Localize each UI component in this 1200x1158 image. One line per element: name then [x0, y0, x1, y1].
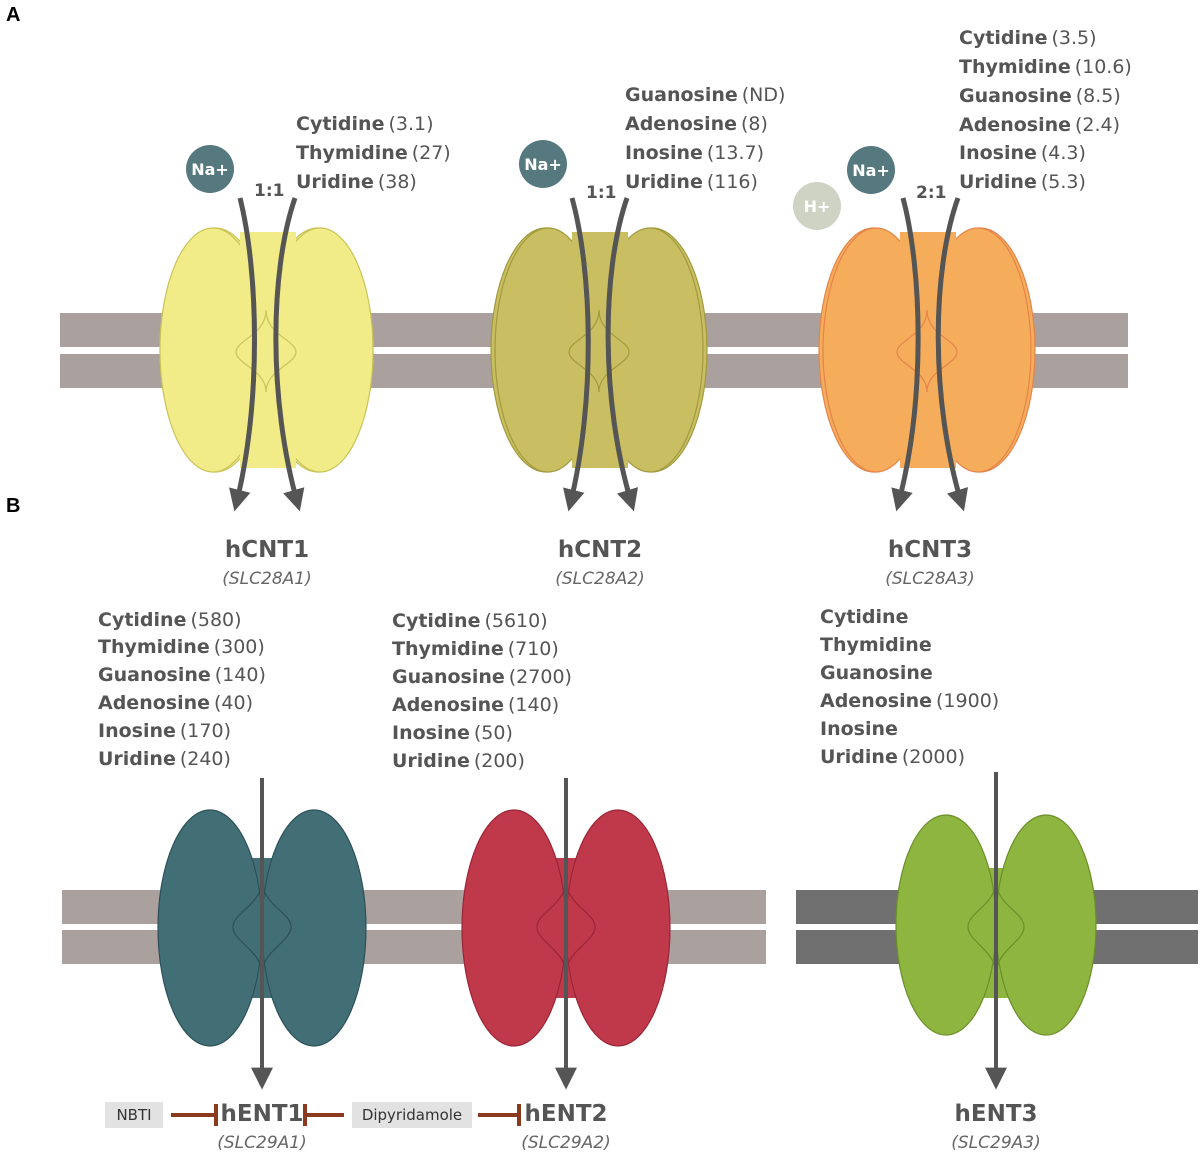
hent3-label: hENT3 [954, 1101, 1037, 1127]
svg-text:Guanosine (2700): Guanosine (2700) [392, 666, 572, 688]
hent1-label: hENT1 [220, 1101, 303, 1127]
hcnt2-transporter [490, 227, 708, 473]
svg-text:Thymidine: Thymidine [820, 634, 932, 656]
svg-text:Thymidine (27): Thymidine (27) [296, 142, 451, 164]
svg-text:Na+: Na+ [191, 160, 229, 179]
svg-text:Cytidine: Cytidine [820, 606, 908, 628]
svg-text:Cytidine (3.1): Cytidine (3.1) [296, 113, 434, 135]
hent1-gene: (SLC29A1) [217, 1133, 306, 1153]
svg-text:Uridine (2000): Uridine (2000) [820, 746, 965, 768]
svg-text:Adenosine (40): Adenosine (40) [98, 692, 253, 714]
hcnt2-arrows [563, 197, 639, 512]
h-ion: H+ [793, 182, 841, 230]
svg-text:Guanosine (140): Guanosine (140) [98, 664, 266, 686]
hcnt3-label: hCNT3 [888, 537, 972, 563]
svg-text:Guanosine: Guanosine [820, 662, 933, 684]
svg-text:Uridine (116): Uridine (116) [625, 171, 758, 193]
svg-text:NBTI: NBTI [116, 1106, 151, 1124]
hent3-substrates: Cytidine Thymidine Guanosine Adenosine (… [820, 606, 999, 768]
svg-text:Cytidine (5610): Cytidine (5610) [392, 610, 548, 632]
svg-text:Uridine (200): Uridine (200) [392, 750, 525, 772]
hent2-gene: (SLC29A2) [521, 1133, 610, 1153]
hcnt3-ratio: 2:1 [916, 183, 946, 203]
hent1-substrates: Cytidine (580) Thymidine (300) Guanosine… [98, 609, 266, 770]
svg-text:Adenosine (2.4): Adenosine (2.4) [959, 114, 1120, 136]
svg-text:Thymidine (10.6): Thymidine (10.6) [959, 56, 1132, 78]
hcnt3-arrows [891, 197, 969, 512]
svg-text:Uridine (5.3): Uridine (5.3) [959, 171, 1086, 193]
hcnt2-ratio: 1:1 [586, 183, 616, 203]
hcnt1-gene: (SLC28A1) [222, 569, 311, 589]
svg-text:Adenosine (140): Adenosine (140) [392, 694, 559, 716]
svg-text:Thymidine (710): Thymidine (710) [392, 638, 559, 660]
hcnt1-transporter [159, 227, 374, 473]
hcnt3-gene: (SLC28A3) [885, 569, 974, 589]
svg-text:H+: H+ [804, 197, 831, 216]
hcnt2-label: hCNT2 [558, 537, 642, 563]
hcnt1-ratio: 1:1 [254, 181, 284, 201]
nbti-label: NBTI [105, 1102, 163, 1128]
hcnt2-substrates: Guanosine (ND) Adenosine (8) Inosine (13… [625, 84, 785, 193]
svg-text:Guanosine (8.5): Guanosine (8.5) [959, 85, 1121, 107]
hcnt1-arrows [229, 197, 305, 512]
hcnt3-transporter [818, 227, 1036, 473]
svg-text:Inosine: Inosine [820, 718, 898, 740]
svg-text:Na+: Na+ [524, 155, 562, 174]
nbti-inhibition-line [171, 1104, 218, 1126]
svg-text:Dipyridamole: Dipyridamole [362, 1106, 462, 1124]
svg-text:Guanosine (ND): Guanosine (ND) [625, 84, 785, 106]
hcnt1-label: hCNT1 [225, 537, 309, 563]
hent2-substrates: Cytidine (5610) Thymidine (710) Guanosin… [392, 610, 572, 772]
dipyridamole-inhibition-hent1 [303, 1104, 344, 1126]
svg-text:Thymidine (300): Thymidine (300) [98, 636, 265, 658]
na-ion-2: Na+ [519, 140, 567, 188]
hent2-label: hENT2 [524, 1101, 607, 1127]
hent3-gene: (SLC29A3) [951, 1133, 1040, 1153]
svg-text:Inosine (13.7): Inosine (13.7) [625, 142, 764, 164]
svg-text:Uridine (38): Uridine (38) [296, 171, 417, 193]
hent2-transporter [461, 809, 671, 1047]
svg-text:Inosine (50): Inosine (50) [392, 722, 513, 744]
hcnt1-substrates: Cytidine (3.1) Thymidine (27) Uridine (3… [296, 113, 451, 193]
svg-text:Inosine (170): Inosine (170) [98, 720, 231, 742]
svg-text:Na+: Na+ [852, 161, 890, 180]
hent3-transporter [895, 814, 1097, 1036]
svg-text:Cytidine (580): Cytidine (580) [98, 609, 242, 631]
svg-text:Adenosine (8): Adenosine (8) [625, 113, 768, 135]
panel-label-b: B [6, 495, 20, 517]
na-ion-1: Na+ [186, 145, 234, 193]
svg-text:Inosine (4.3): Inosine (4.3) [959, 142, 1086, 164]
dipyridamole-inhibition-hent2 [478, 1104, 521, 1126]
svg-text:Cytidine (3.5): Cytidine (3.5) [959, 27, 1097, 49]
hcnt3-substrates: Cytidine (3.5) Thymidine (10.6) Guanosin… [959, 27, 1132, 193]
na-ion-3: Na+ [847, 146, 895, 194]
dipyridamole-label: Dipyridamole [352, 1102, 472, 1128]
svg-text:Adenosine (1900): Adenosine (1900) [820, 690, 999, 712]
panel-label-a: A [6, 4, 20, 26]
hcnt2-gene: (SLC28A2) [555, 569, 644, 589]
svg-text:Uridine (240): Uridine (240) [98, 748, 231, 770]
